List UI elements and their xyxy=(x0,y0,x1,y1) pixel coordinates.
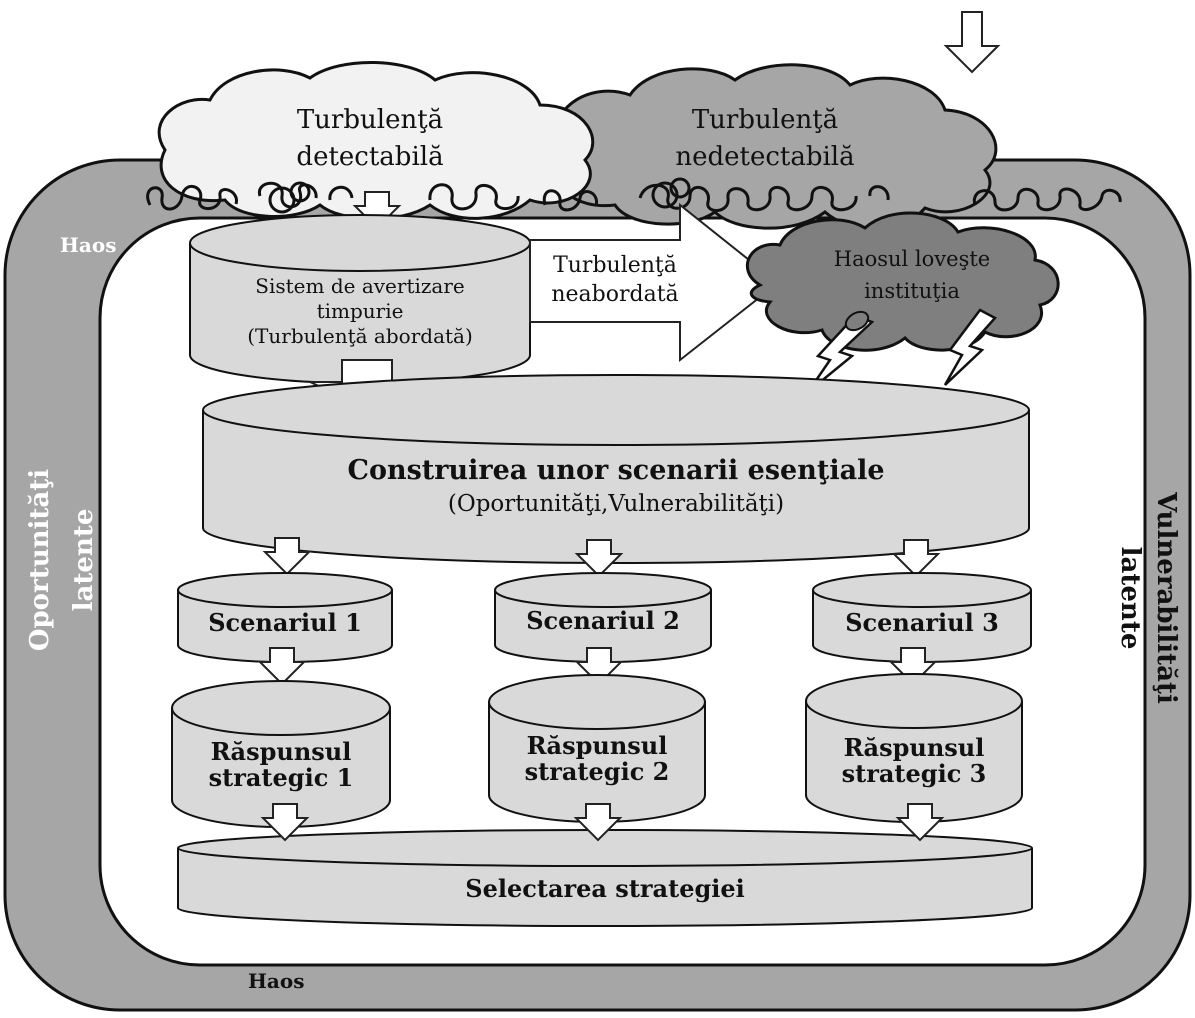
response-3-line1: Răspunsul xyxy=(844,733,985,762)
right-side-label-line1: Vulnerabilităţi xyxy=(1151,491,1181,704)
strategy-selection-label: Selectarea strategiei xyxy=(465,874,745,903)
undetectable-cloud-line1: Turbulenţă xyxy=(692,105,838,135)
early-warning-line1: Sistem de avertizare xyxy=(255,274,464,298)
response-2-cylinder xyxy=(488,674,706,823)
unaddressed-turbulence-line2: neabordată xyxy=(551,282,678,307)
scenario-3-label: Scenariul 3 xyxy=(845,608,999,637)
detectable-turbulence-cloud xyxy=(157,61,595,221)
lightning-bolt-left-icon xyxy=(806,314,875,393)
scenario-3-cylinder xyxy=(812,572,1032,663)
response-2-line2: strategic 2 xyxy=(525,757,670,786)
response-1-line2: strategic 1 xyxy=(209,763,354,792)
early-warning-line2: timpurie xyxy=(317,299,404,323)
right-side-label-line2: latente xyxy=(1115,547,1145,650)
left-side-label: Oportunităţi latente xyxy=(25,469,99,651)
unaddressed-turbulence-line1: Turbulenţă xyxy=(553,253,677,278)
left-side-label-line2: latente xyxy=(69,509,99,612)
undetectable-cloud-line2: nedetectabilă xyxy=(675,142,854,172)
right-side-label: Vulnerabilităţi latente xyxy=(1115,491,1181,704)
response-3-line2: strategic 3 xyxy=(842,759,987,788)
chaos-strikes-line2: instituţia xyxy=(864,279,960,303)
strategy-selection-cylinder xyxy=(177,829,1033,927)
response-2-line1: Răspunsul xyxy=(527,731,668,760)
scenario-1-label: Scenariul 1 xyxy=(208,608,362,637)
response-3-cylinder xyxy=(805,673,1023,823)
chaos-knots xyxy=(268,177,691,214)
response-1-line1: Răspunsul xyxy=(211,737,352,766)
detectable-cloud-line2: detectabilă xyxy=(296,142,443,172)
lightning-bolts xyxy=(806,308,997,393)
early-warning-cylinder xyxy=(189,214,531,384)
scenario-1-cylinder xyxy=(177,572,393,663)
incoming-arrow xyxy=(943,11,1001,74)
early-warning-line3: (Turbulenţă abordată) xyxy=(247,324,473,348)
scenario-building-cylinder xyxy=(202,374,1030,564)
haos-label-bottom: Haos xyxy=(248,969,304,993)
response-1-cylinder xyxy=(171,680,391,828)
unaddressed-turbulence-arrow xyxy=(529,202,780,363)
detectable-cloud-line1: Turbulenţă xyxy=(297,105,443,135)
chaos-squiggle xyxy=(146,181,1122,212)
left-side-label-line1: Oportunităţi xyxy=(25,469,55,651)
outer-frame xyxy=(3,158,1192,1012)
scenario-2-label: Scenariul 2 xyxy=(526,606,680,635)
haos-label-top: Haos xyxy=(60,233,116,257)
scenario-building-title: Construirea unor scenarii esenţiale xyxy=(347,455,884,486)
lightning-bolt-right-icon xyxy=(943,308,997,386)
scenario-building-subtitle: (Oportunităţi,Vulnerabilităţi) xyxy=(448,491,784,517)
chaos-strikes-line1: Haosul loveşte xyxy=(834,247,990,271)
